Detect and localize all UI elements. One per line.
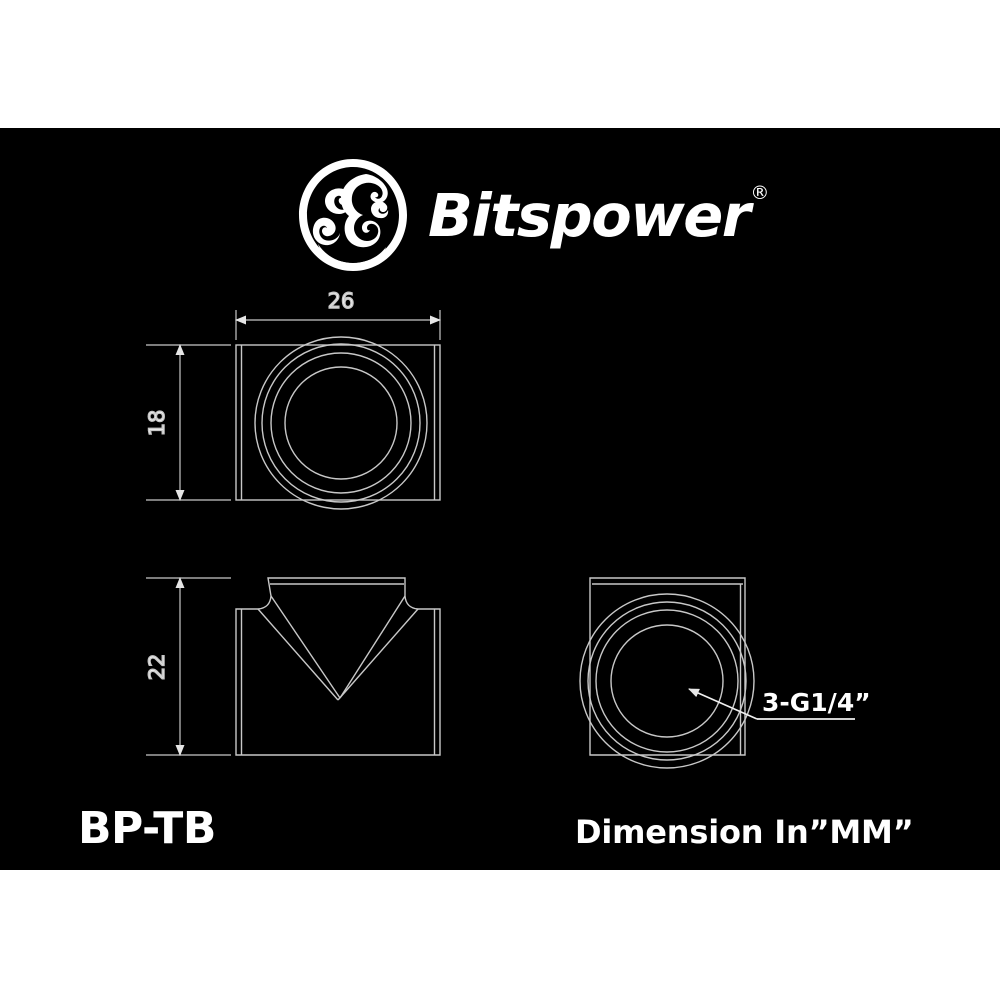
registered-trademark-icon: ® [750, 182, 770, 204]
wordmark: Bitspower ® [428, 156, 769, 274]
front-view-v-right-inner [339, 595, 406, 699]
wordmark-text: Bitspower [428, 180, 751, 250]
thread-callout: 3-G1/4” [688, 688, 871, 720]
front-view [235, 577, 441, 756]
front-view-outline [235, 577, 441, 756]
dimension-label-26: 26 [328, 289, 355, 313]
top-view-bore-outer [254, 336, 428, 510]
top-view-outline [235, 344, 441, 501]
side-view-bore-outer [579, 593, 755, 769]
brand-logo: Bitspower ® [292, 156, 769, 274]
top-view-height-dimension [146, 344, 231, 501]
dimension-units-label: Dimension In”MM” [575, 813, 914, 851]
side-view-bore-inner [610, 624, 724, 738]
dimension-label-22: 22 [145, 654, 169, 681]
side-view [579, 577, 755, 769]
side-view-bore-ring2 [587, 601, 747, 761]
front-view-height-dimension [146, 577, 231, 756]
callout-leader-line [688, 688, 758, 720]
front-view-v-right-outer [337, 608, 419, 701]
top-view-bore-inner [284, 366, 398, 480]
technical-drawing: 26 18 [144, 288, 871, 769]
top-view [235, 336, 441, 510]
top-view-width-dimension [235, 310, 441, 340]
thread-callout-label: 3-G1/4” [762, 688, 871, 717]
side-view-bore-ring3 [595, 609, 739, 753]
drawing-canvas: Bitspower ® [0, 128, 1000, 870]
front-view-v-left-inner [270, 595, 341, 699]
dimension-label-18: 18 [145, 410, 169, 437]
bitspower-dragon-logo-icon [299, 159, 407, 271]
top-view-bore-ring2 [261, 343, 421, 503]
front-view-v-left-outer [257, 608, 339, 701]
top-view-bore-ring3 [270, 352, 412, 494]
part-number-label: BP-TB [78, 803, 216, 854]
